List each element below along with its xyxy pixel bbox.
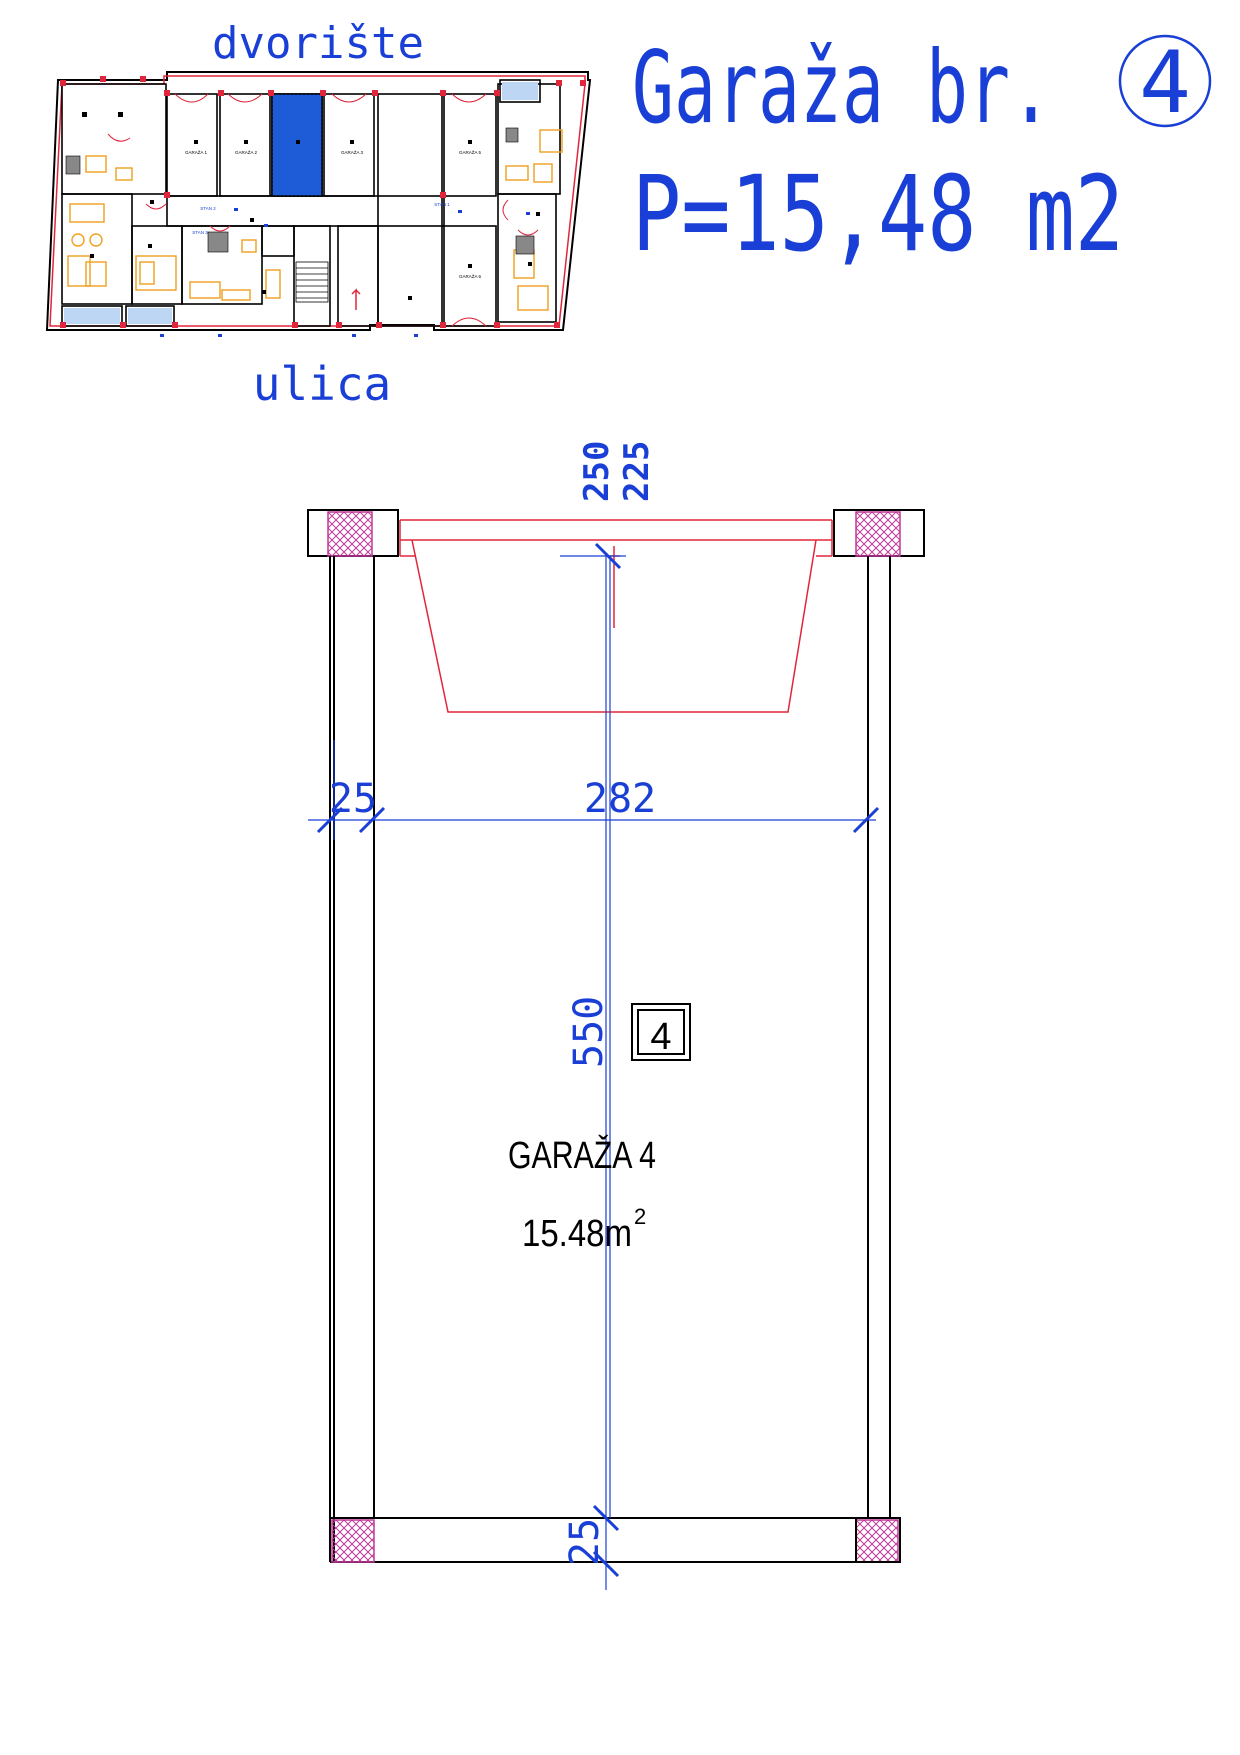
svg-text:STAN 3: STAN 3	[192, 230, 208, 235]
dim-top-b: 225	[617, 441, 657, 502]
site-plan-markers	[160, 208, 530, 337]
top-right-column	[833, 509, 925, 557]
bottom-left-column	[331, 1519, 375, 1563]
dim-width: 282	[584, 776, 656, 822]
svg-text:STAN 2: STAN 2	[200, 206, 216, 211]
site-plan: dvorište	[45, 18, 592, 411]
room-labels: GARAŽA 1 GARAŽA 2 GARAŽA 3 GARAŽA 5 GARA…	[185, 148, 482, 279]
svg-text:GARAŽA 6: GARAŽA 6	[459, 272, 482, 279]
garage-walls	[329, 556, 900, 1563]
door-arcs	[107, 93, 539, 327]
room-area-superscript: 2	[634, 1204, 646, 1229]
svg-text:STAN 1: STAN 1	[434, 202, 450, 207]
svg-text:GARAŽA 1: GARAŽA 1	[185, 148, 208, 155]
garage-number-tag: 4	[631, 1003, 691, 1061]
door-header	[399, 519, 833, 713]
header: Garaža br. 4 P=15,48 m2	[632, 29, 1212, 275]
dim-top-a: 250	[577, 441, 617, 502]
furniture	[67, 129, 563, 311]
room-tags	[82, 112, 540, 300]
room-area: 15.48m	[522, 1213, 632, 1255]
title-text: Garaža br.	[632, 29, 1052, 146]
site-plan-bottom-label: ulica	[253, 357, 391, 411]
staircase	[295, 261, 329, 303]
room-name: GARAŽA 4	[508, 1134, 656, 1177]
fixtures	[65, 127, 535, 255]
title-number: 4	[1139, 33, 1191, 133]
svg-text:GARAŽA 2: GARAŽA 2	[235, 148, 258, 155]
dim-wall-left: 25	[329, 776, 377, 822]
garage-plan: 250 225	[307, 441, 925, 1590]
dim-length: 550	[566, 996, 612, 1068]
svg-text:GARAŽA 3: GARAŽA 3	[341, 148, 364, 155]
top-left-column	[307, 509, 399, 557]
garage-number: 4	[650, 1016, 671, 1058]
dimension-lines	[308, 555, 876, 1590]
area-line: P=15,48 m2	[632, 153, 1124, 275]
title-number-circle	[1118, 34, 1212, 128]
site-plan-columns	[60, 76, 586, 328]
dim-bottom-wall: 25	[562, 1518, 608, 1566]
site-plan-top-label: dvorište	[212, 18, 424, 69]
bottom-right-column	[855, 1519, 899, 1563]
svg-text:GARAŽA 5: GARAŽA 5	[459, 148, 482, 155]
dimension-ticks	[316, 542, 880, 1578]
